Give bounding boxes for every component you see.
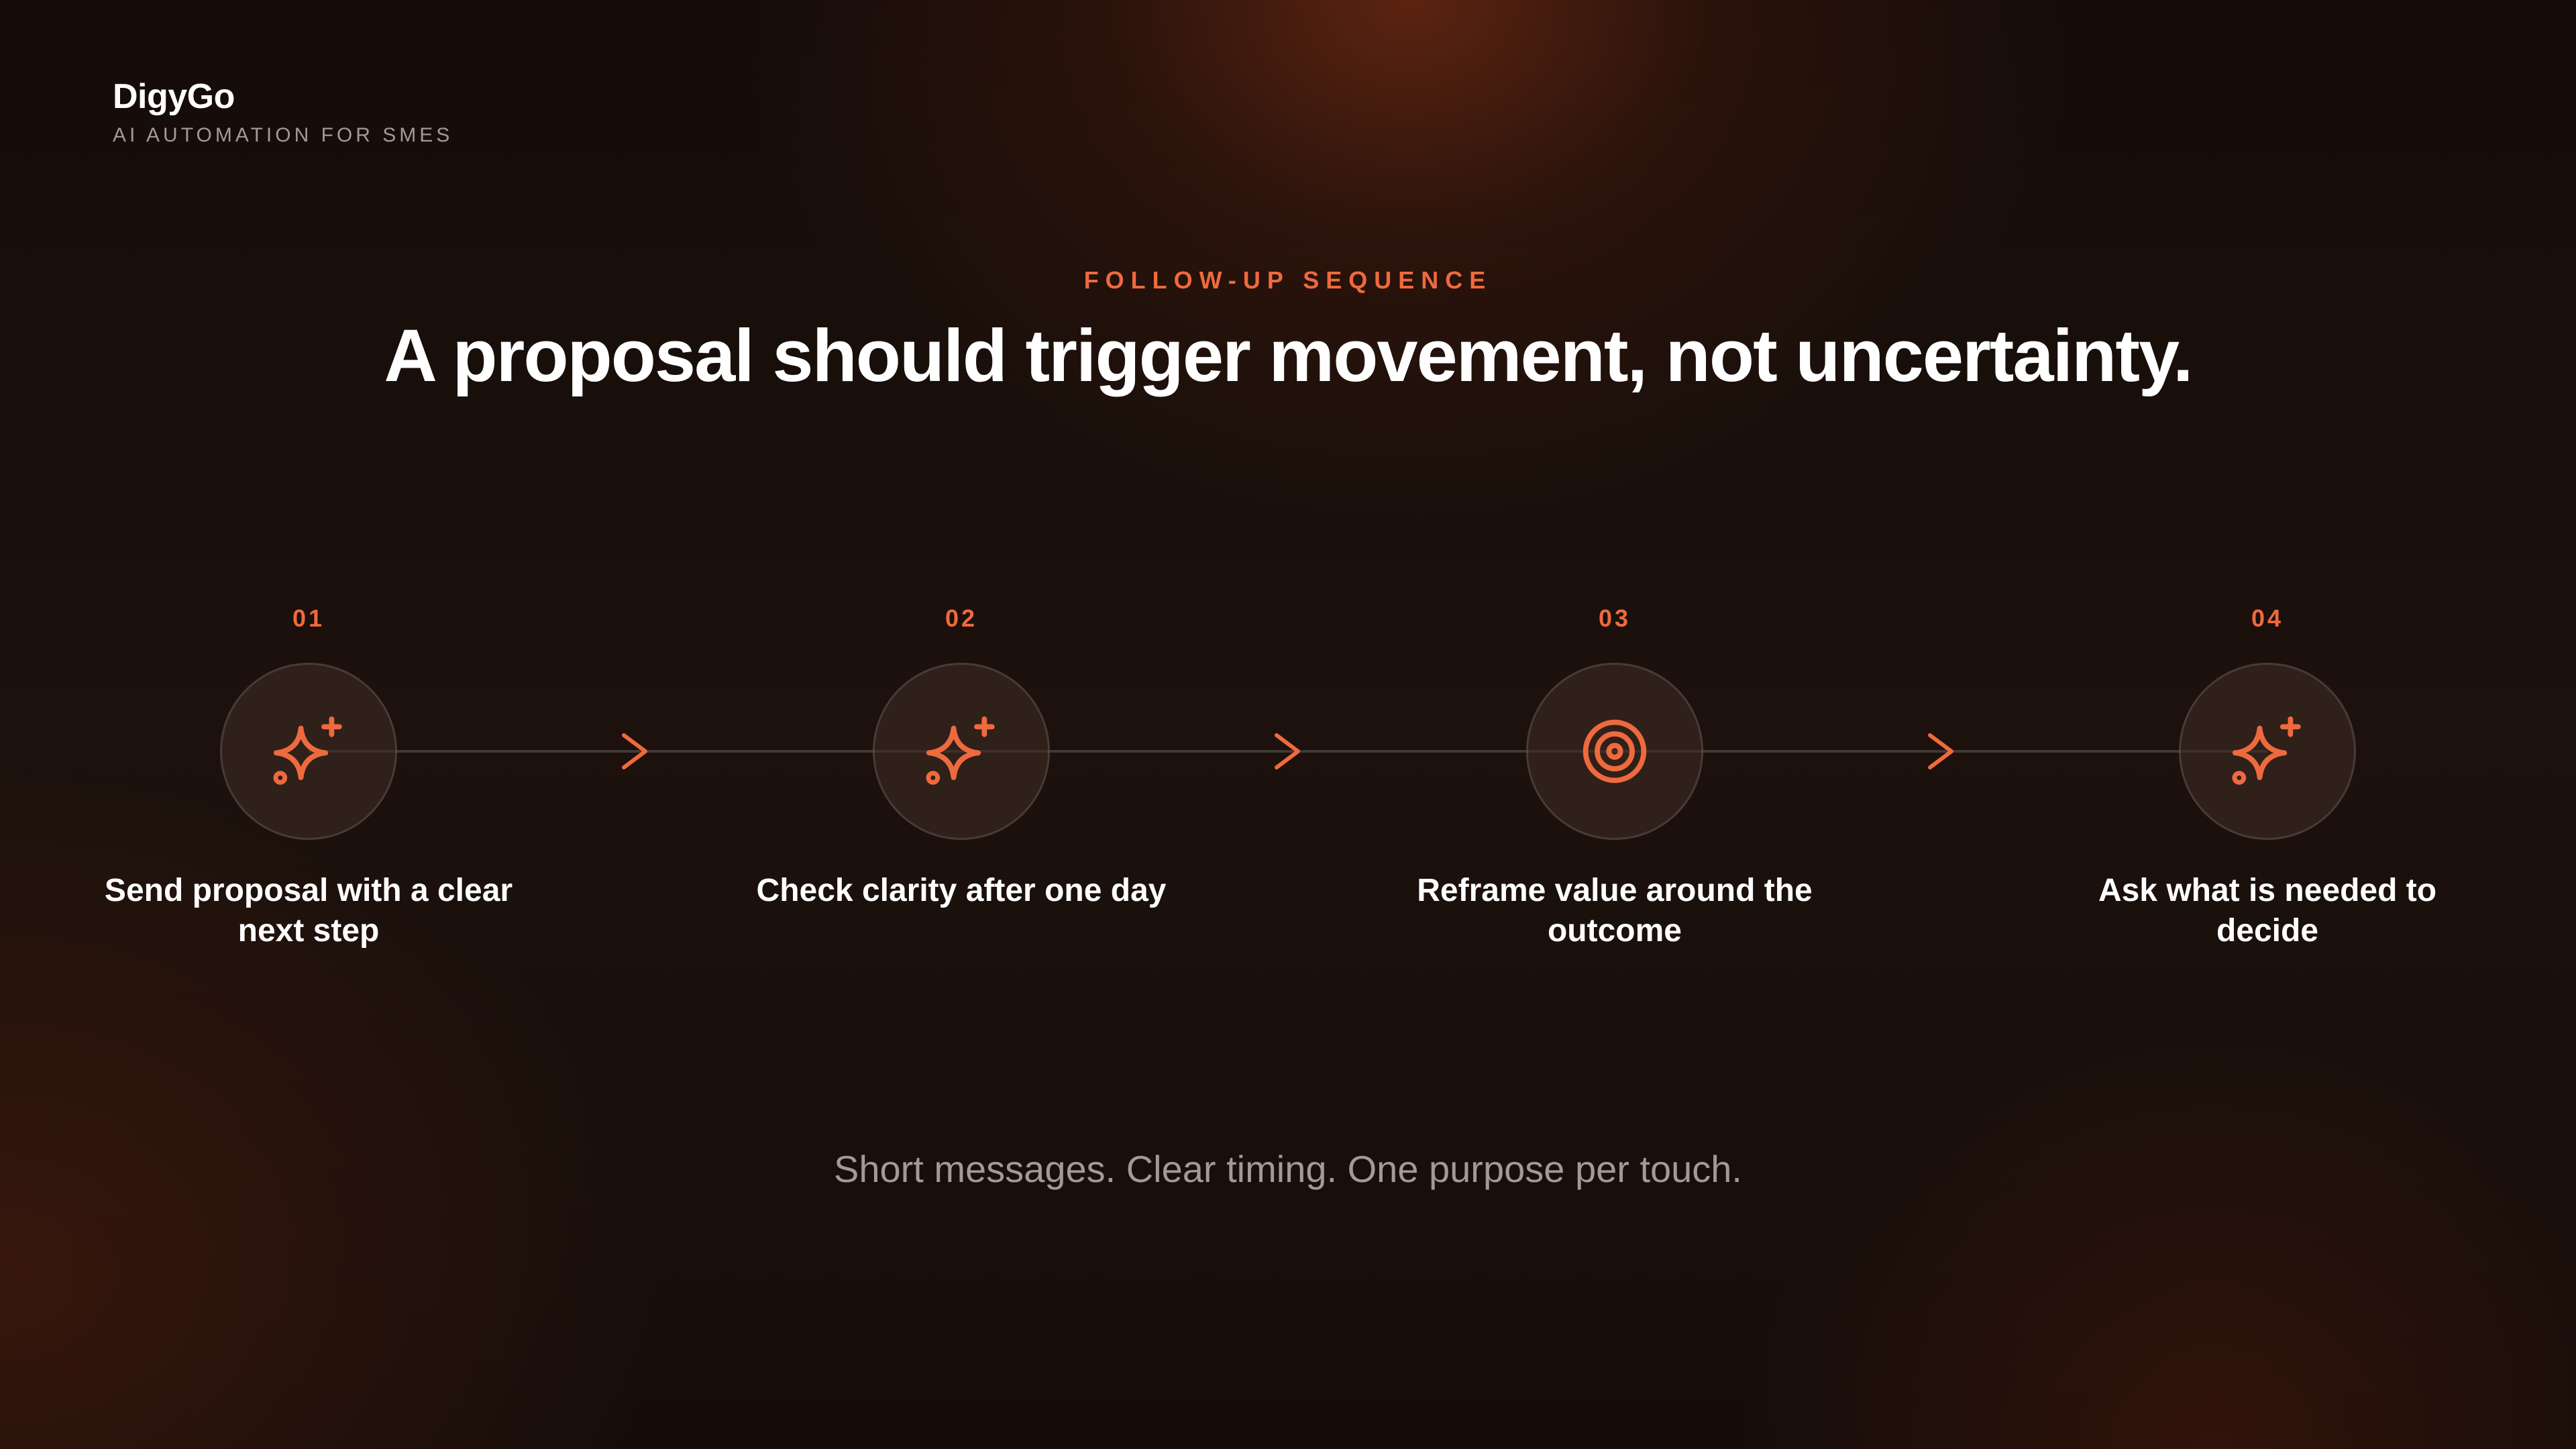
sparkle-icon [273, 716, 342, 785]
step-label: Reframe value around the outcome [1417, 873, 1813, 949]
target-icon [1582, 719, 1647, 784]
sparkle-icon [926, 716, 995, 785]
step-1: 01 Send proposal with a clear next step [101, 602, 517, 951]
sequence-connector-line [309, 750, 2267, 753]
step-2: 02 Check clarity after one day [753, 602, 1169, 911]
footer-tagline: Short messages. Clear timing. One purpos… [833, 1148, 1742, 1190]
step-number: 01 [292, 604, 325, 632]
step-3: 03 Reframe value around the outcome [1407, 602, 1823, 951]
step-label: Check clarity after one day [756, 873, 1167, 908]
chevron-right-icon [1275, 733, 1300, 769]
step-number: 03 [1598, 604, 1631, 632]
step-icon-circle [2179, 663, 2356, 840]
section-eyebrow: FOLLOW-UP SEQUENCE [1083, 266, 1493, 294]
brand: DigyGo AI AUTOMATION FOR SMES [113, 75, 453, 148]
sparkle-icon [2232, 716, 2301, 785]
chevron-right-icon [1928, 733, 1953, 769]
step-label: Send proposal with a clear next step [104, 873, 513, 949]
step-4: 04 Ask what is needed to decide [2059, 602, 2475, 951]
brand-name: DigyGo [113, 77, 235, 116]
step-icon-circle [1526, 663, 1703, 840]
step-label: Ask what is needed to decide [2098, 873, 2437, 949]
brand-tagline: AI AUTOMATION FOR SMES [113, 124, 453, 146]
step-icon-circle [220, 663, 397, 840]
chevron-right-icon [622, 733, 647, 769]
step-number: 02 [945, 604, 978, 632]
step-number: 04 [2251, 604, 2284, 632]
step-icon-circle [873, 663, 1050, 840]
page-title: A proposal should trigger movement, not … [384, 315, 2193, 397]
